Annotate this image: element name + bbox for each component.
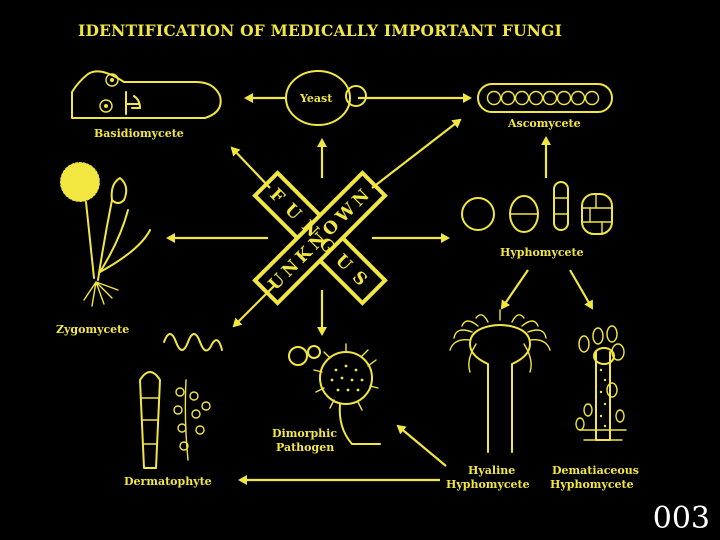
basidiomycete-illustration: Basidiomycete [72, 71, 221, 140]
label-hyaline: Hyaline [468, 464, 515, 477]
diagram-title: IDENTIFICATION OF MEDICALLY IMPORTANT FU… [78, 21, 562, 40]
label-hyphomycete: Hyphomycete [500, 246, 584, 259]
zygomycete-illustration: Zygomycete [56, 162, 150, 336]
label-dematiaceous: Dematiaceous [552, 464, 639, 477]
label-dermatophyte: Dermatophyte [124, 475, 212, 488]
label-dematiaceous-hyphomycete: Hyphomycete [550, 478, 634, 491]
label-pathogen: Pathogen [276, 441, 334, 454]
label-zygomycete: Zygomycete [56, 323, 129, 336]
dermatophyte-illustration: Dermatophyte [124, 334, 222, 488]
label-ascomycete: Ascomycete [507, 117, 581, 130]
ascomycete-illustration: Ascomycete [478, 84, 612, 130]
hyaline-hyphomycete-illustration: Hyaline Hyphomycete [446, 310, 550, 491]
dimorphic-pathogen-illustration: Dimorphic Pathogen [272, 344, 380, 454]
label-basidiomycete: Basidiomycete [94, 127, 184, 140]
center-fungus-unknown-sign: FUNGUS UNKNOWN [252, 170, 388, 306]
label-dimorphic: Dimorphic [272, 427, 337, 440]
hyphomycete-illustration: Hyphomycete [462, 182, 612, 259]
slide-number: 003 [653, 501, 710, 536]
dematiaceous-hyphomycete-illustration: Dematiaceous Hyphomycete [550, 326, 639, 491]
label-hyaline-hyphomycete: Hyphomycete [446, 478, 530, 491]
arrows [168, 98, 592, 480]
label-yeast: Yeast [299, 92, 333, 105]
yeast-illustration: Yeast [286, 71, 366, 125]
